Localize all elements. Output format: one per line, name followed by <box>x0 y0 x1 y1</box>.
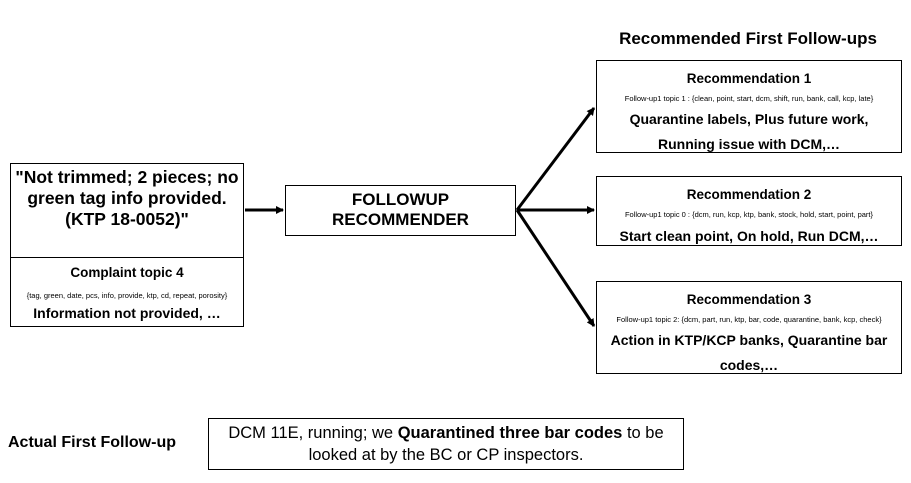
actual-text-before: DCM 11E, running; we <box>228 424 398 442</box>
recommendation-summary: Start clean point, On hold, Run DCM,… <box>619 228 879 244</box>
arrow-to-rec3 <box>515 209 596 327</box>
recommendation-topic-words: Follow-up1 topic 0 : {dcm, run, kcp, ktp… <box>624 210 874 219</box>
actual-followup-box: DCM 11E, running; we Quarantined three b… <box>208 418 684 470</box>
recommendation-summary: Action in KTP/KCP banks, Quarantine bar … <box>610 332 888 373</box>
complaint-quote: "Not trimmed; 2 pieces; no green tag inf… <box>15 167 239 229</box>
recommendation-3-box: Recommendation 3 Follow-up1 topic 2: {dc… <box>596 281 902 374</box>
recommendation-name: Recommendation 1 <box>686 71 812 86</box>
recommendation-name: Recommendation 3 <box>686 292 812 307</box>
recommendation-topic-words: Follow-up1 topic 2: {dcm, part, run, ktp… <box>616 315 882 324</box>
recommendation-2-box: Recommendation 2 Follow-up1 topic 0 : {d… <box>596 176 902 246</box>
actual-followup-label: Actual First Follow-up <box>8 434 176 451</box>
recommendation-name: Recommendation 2 <box>686 187 812 202</box>
complaint-topic: Complaint topic 4 <box>70 265 184 280</box>
recommendation-1-box: Recommendation 1 Follow-up1 topic 1 : {c… <box>596 60 902 153</box>
recommendation-topic-words: Follow-up1 topic 1 : {clean, point, star… <box>624 94 874 103</box>
arrow-to-rec1 <box>515 107 596 211</box>
recommendation-summary: Quarantine labels, Plus future work, Run… <box>629 111 869 152</box>
complaint-topic-words: {tag, green, date, pcs, info, provide, k… <box>26 291 228 300</box>
actual-text-bold: Quarantined three bar codes <box>397 424 623 442</box>
recommendations-title: Recommended First Follow-ups <box>619 29 877 48</box>
followup-recommender-box: FOLLOWUP RECOMMENDER <box>285 185 516 236</box>
complaint-divider <box>11 257 243 258</box>
complaint-box: "Not trimmed; 2 pieces; no green tag inf… <box>10 163 244 327</box>
complaint-summary: Information not provided, … <box>33 305 221 321</box>
actual-text-after: to be looked at by the BC or CP inspecto… <box>308 424 664 464</box>
